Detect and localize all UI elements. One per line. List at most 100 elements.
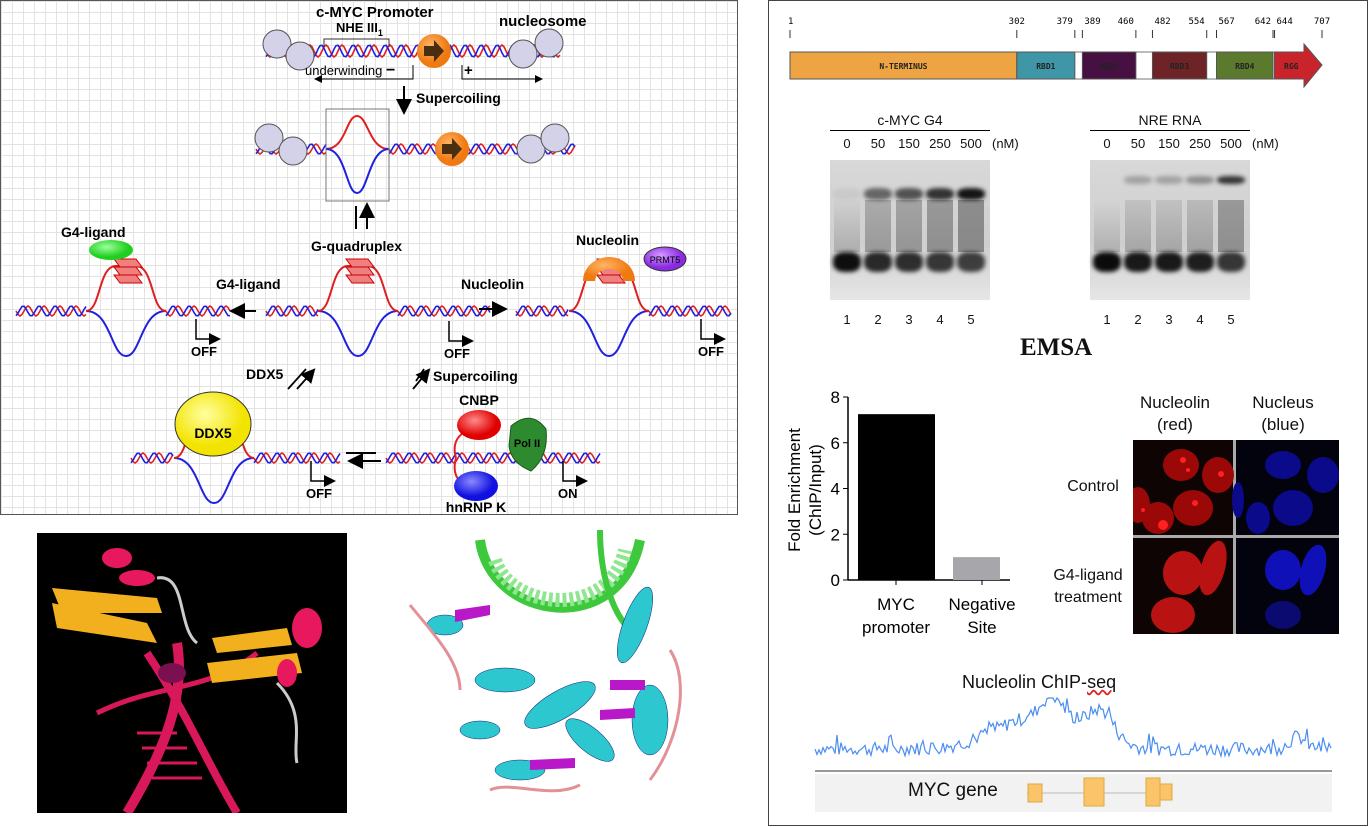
free-probe-band	[895, 252, 923, 272]
concentration-label: 50	[1130, 136, 1146, 151]
domain-tick-label: 554	[1188, 17, 1204, 27]
lane-smear	[927, 200, 953, 252]
lane-number: 5	[1227, 312, 1235, 327]
lane-smear	[1094, 200, 1120, 252]
y-tick-label: 2	[831, 525, 840, 544]
nucleolin-bound-label: Nucleolin	[576, 232, 639, 248]
gel-title: NRE RNA	[1090, 112, 1250, 131]
column-header-nucleus: Nucleus(blue)	[1252, 393, 1314, 434]
lane-smear	[1218, 200, 1244, 252]
lane-number: 1	[1103, 312, 1111, 327]
domain-label: RBD3	[1170, 62, 1189, 71]
shifted-band	[895, 188, 923, 200]
free-probe-band	[1124, 252, 1152, 272]
shifted-band	[1155, 176, 1183, 184]
off-label-4: OFF	[306, 486, 332, 501]
gel-image	[830, 160, 990, 300]
nucleolin-arrow-label: Nucleolin	[461, 276, 524, 292]
lane-smear	[958, 200, 984, 252]
pol2-label: Pol II	[514, 438, 540, 450]
domain-label: RGG	[1284, 62, 1299, 71]
y-tick-label: 0	[831, 571, 840, 590]
off-label-1: OFF	[191, 344, 217, 359]
x-tick-label: promoter	[862, 618, 930, 637]
lane-number: 3	[905, 312, 913, 327]
lane-smear	[1125, 200, 1151, 252]
cnbp-label: CNBP	[459, 392, 499, 408]
shifted-band	[1217, 176, 1245, 184]
g-quadruplex-label: G-quadruplex	[311, 238, 402, 254]
y-tick-label: 6	[831, 434, 840, 453]
domain-rgg	[1274, 42, 1323, 89]
ddx5-arrow-label: DDX5	[246, 366, 284, 382]
domain-rbd1	[1016, 51, 1076, 80]
y-axis-label: (ChIP/Input)	[806, 444, 825, 536]
equilibrium-arrows	[356, 206, 367, 229]
supercoiling-label: Supercoiling	[416, 90, 501, 106]
shifted-band	[1186, 176, 1214, 184]
hnrnpk-label: hnRNP K	[446, 499, 506, 515]
free-probe-band	[833, 252, 861, 272]
nucleosome-label: nucleosome	[499, 13, 587, 30]
free-probe-band	[1155, 252, 1183, 272]
lane-number: 5	[967, 312, 975, 327]
schematic-canvas: c-MYC Promoter NHE III1 nucleosome under…	[15, 4, 732, 515]
shifted-band	[957, 188, 985, 200]
domain-tick-label: 389	[1084, 17, 1100, 27]
concentration-unit: (nM)	[992, 136, 1019, 151]
concentration-label: 150	[1158, 136, 1180, 151]
experimental-data-panel	[768, 0, 1368, 826]
lane-smear	[1187, 200, 1213, 252]
lane-number: 1	[843, 312, 851, 327]
domain-tick-label: 379	[1057, 17, 1073, 27]
gel-title: c-MYC G4	[830, 112, 990, 131]
concentration-label: 50	[870, 136, 886, 151]
shifted-band	[1093, 176, 1121, 184]
concentration-label: 250	[1189, 136, 1211, 151]
shifted-band	[864, 188, 892, 200]
on-label: ON	[558, 486, 578, 501]
g4-region-box	[325, 108, 390, 202]
column-header-nucleolin: Nucleolin(red)	[1140, 393, 1210, 434]
underwinding-label: underwinding −	[305, 62, 395, 79]
concentration-label: 0	[843, 136, 851, 151]
lane-number: 2	[1134, 312, 1142, 327]
domain-tick-label: 460	[1118, 17, 1134, 27]
lane-smear	[896, 200, 922, 252]
bar-0	[858, 414, 935, 580]
free-probe-band	[926, 252, 954, 272]
off-label-3: OFF	[698, 344, 724, 359]
shifted-band	[1124, 176, 1152, 184]
free-probe-band	[1186, 252, 1214, 272]
polymerase-icon	[417, 34, 451, 68]
free-probe-band	[957, 252, 985, 272]
off-label-2: OFF	[444, 346, 470, 361]
prmt5-label: PRMT5	[650, 255, 681, 265]
domain-tick-label: 302	[1009, 17, 1025, 27]
y-tick-label: 8	[831, 388, 840, 407]
shifted-band	[833, 188, 861, 200]
concentration-label: 0	[1103, 136, 1111, 151]
equilibrium-arrows-2	[346, 453, 381, 461]
nucleolin-dna-structure-image	[400, 529, 720, 810]
y-axis-label: Fold Enrichment	[785, 428, 804, 552]
ddx5-bound-label: DDX5	[194, 425, 232, 441]
free-probe-band	[1093, 252, 1121, 272]
nhe-bracket	[323, 38, 390, 47]
chipseq-track	[814, 696, 1332, 812]
domain-tick-label: 482	[1154, 17, 1170, 27]
microscopy-panels	[1133, 440, 1339, 634]
domain-label: RBD1	[1036, 62, 1055, 71]
free-probe-band	[864, 252, 892, 272]
free-probe-band	[1217, 252, 1245, 272]
concentration-unit: (nM)	[1252, 136, 1279, 151]
domain-rbd4	[1216, 51, 1274, 80]
polymerase-icon	[435, 132, 469, 166]
concentration-label: 250	[929, 136, 951, 151]
lane-smear	[865, 200, 891, 252]
concentration-label: 150	[898, 136, 920, 151]
pol2-icon	[508, 417, 547, 472]
